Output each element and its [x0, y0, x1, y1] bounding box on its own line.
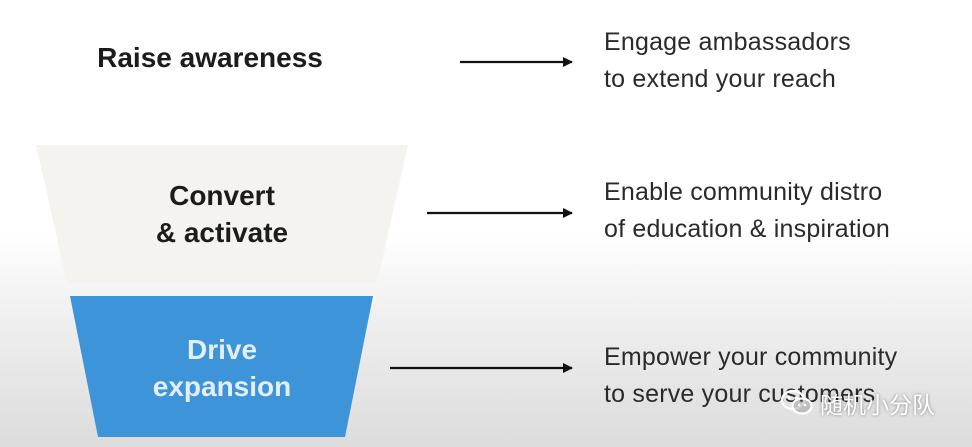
stage-2-label: Convert & activate: [72, 177, 372, 251]
outcome-1: Engage ambassadors to extend your reach: [604, 24, 851, 98]
outcome-2-line-1: Enable community distro: [604, 178, 883, 206]
wechat-icon: [780, 389, 813, 415]
watermark-text: 随机小分队: [820, 393, 935, 419]
watermark: 随机小分队: [780, 385, 935, 421]
funnel-stage-1: [0, 0, 420, 135]
stage-2-label-line-2: & activate: [155, 217, 289, 248]
outcome-2: Enable community distro of education & i…: [604, 174, 890, 248]
outcome-2-line-2: of education & inspiration: [604, 215, 890, 243]
outcome-1-line-1: Engage ambassadors: [604, 28, 851, 56]
outcome-3: Empower your community to serve your cus…: [604, 339, 897, 413]
outcome-1-line-2: to extend your reach: [604, 65, 836, 93]
stage-1-label-line-1: Raise awareness: [97, 42, 323, 73]
stage-3-label-line-1: Drive: [186, 334, 258, 365]
funnel-stage-2: [36, 145, 408, 283]
stage-3-label: Drive expansion: [72, 331, 372, 405]
outcome-3-line-2: to serve your customers: [604, 380, 876, 408]
stage-2-label-line-1: Convert: [169, 180, 275, 211]
stage-3-label-line-2: expansion: [152, 371, 292, 402]
stage-1-label: Raise awareness: [40, 39, 380, 76]
outcome-3-line-1: Empower your community: [604, 343, 898, 371]
funnel-stage-3: [70, 296, 373, 437]
